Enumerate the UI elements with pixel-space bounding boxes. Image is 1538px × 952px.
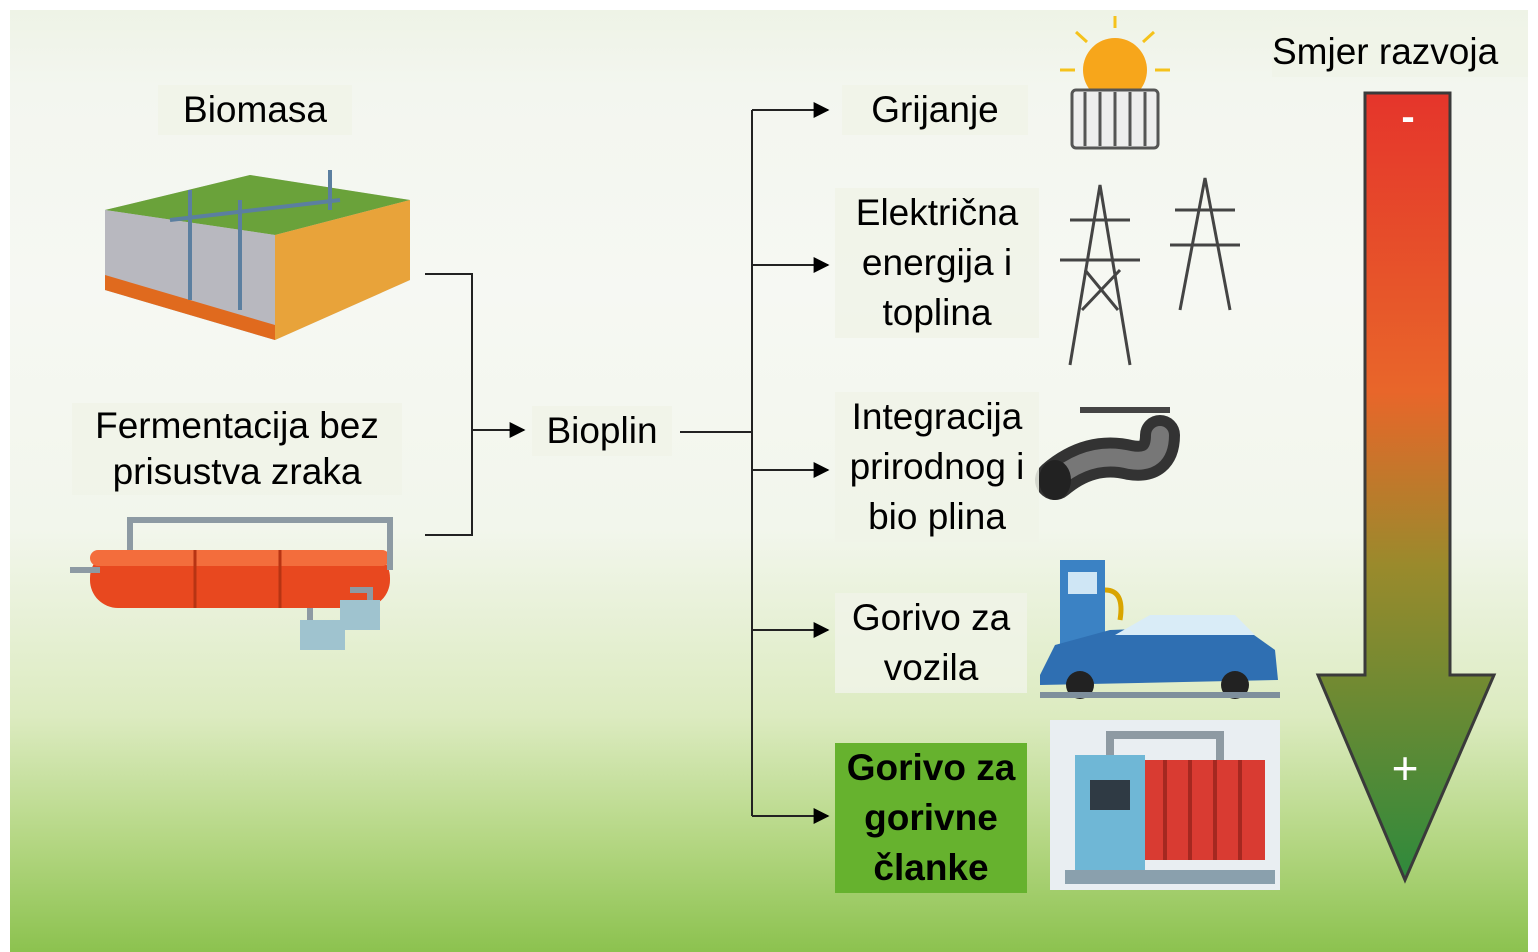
sun-radiator-icon: [1060, 16, 1170, 150]
source-bracket-line: [425, 273, 473, 536]
use-fuel-cell-label: Gorivo za gorivne članke: [835, 743, 1027, 893]
fuel-cell-engine-icon: [1050, 720, 1280, 890]
pipeline-icon: [1035, 407, 1180, 500]
fermentation-label: Fermentacija bez prisustva zraka: [72, 403, 402, 495]
development-direction-arrow: [1315, 91, 1497, 884]
biomasa-label: Biomasa: [158, 85, 352, 135]
landfill-icon: [105, 170, 410, 340]
use-gas-integration-label: Integracija prirodnog i bio plina: [835, 392, 1039, 542]
flow-connectors: [425, 102, 830, 824]
use-electricity-label: Električna energija i toplina: [835, 188, 1039, 338]
direction-plus-symbol: +: [1391, 742, 1419, 794]
digester-tanks-icon: [70, 517, 393, 650]
direction-minus-symbol: -: [1401, 95, 1415, 139]
use-vehicle-fuel-label: Gorivo za vozila: [835, 593, 1027, 693]
bioplin-label: Bioplin: [532, 406, 672, 456]
use-heating-label: Grijanje: [842, 85, 1028, 135]
slide-background: Biomasa Fermentacija bez prisustva zraka…: [10, 10, 1528, 952]
direction-title: Smjer razvoja: [1272, 27, 1528, 77]
car-fuel-pump-icon: [1040, 560, 1280, 699]
power-pylon-icon: [1060, 177, 1240, 366]
